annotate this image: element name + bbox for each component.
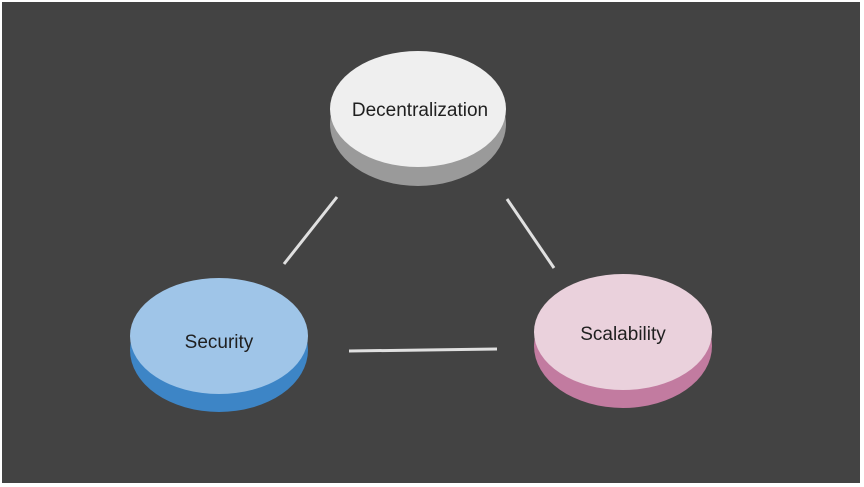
node-decentralization-label: Decentralization	[352, 100, 488, 121]
node-security: Security	[130, 278, 308, 412]
edge-decentralization-scalability	[505, 198, 556, 269]
node-scalability: Scalability	[534, 274, 712, 408]
node-scalability-top	[534, 274, 712, 390]
node-security-label: Security	[185, 332, 254, 353]
node-decentralization-top	[330, 51, 506, 167]
node-scalability-label: Scalability	[580, 324, 666, 345]
edge-decentralization-security	[282, 196, 339, 265]
edge-security-scalability	[348, 347, 498, 353]
node-decentralization: Decentralization	[330, 51, 506, 186]
node-security-top	[130, 278, 308, 394]
